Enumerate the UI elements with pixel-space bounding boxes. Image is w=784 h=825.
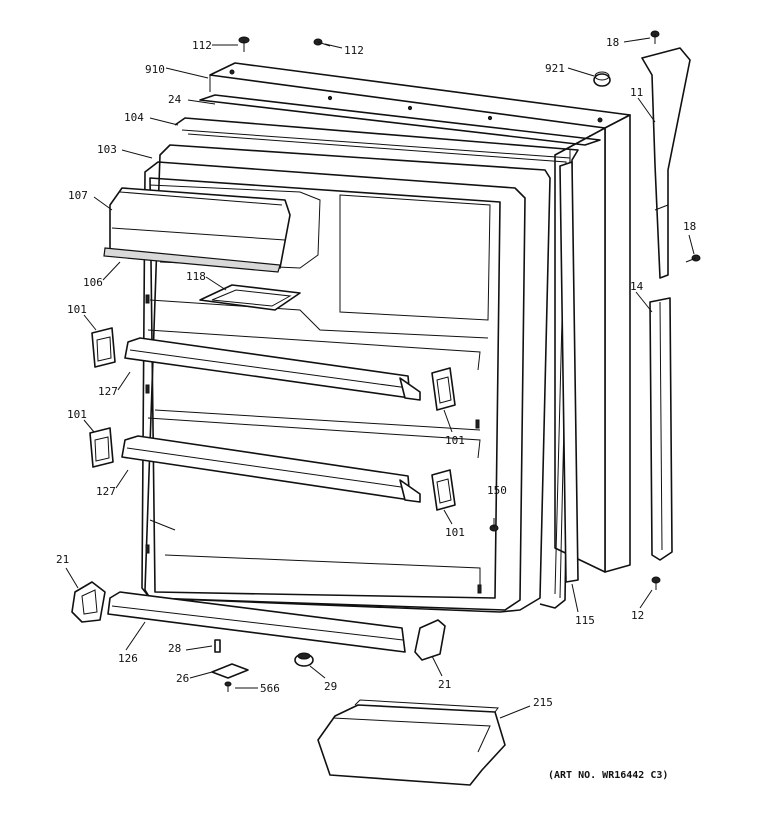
leader-lines — [65, 37, 695, 719]
hinge-cover — [641, 47, 691, 279]
small-tray — [199, 284, 301, 311]
label-127-b: 127 — [96, 485, 116, 498]
label-21-right: 21 — [438, 678, 451, 691]
bottom-cap-left — [71, 581, 106, 623]
bracket-26 — [211, 663, 249, 679]
end-cap-upper-left — [91, 327, 116, 368]
dairy-hinge-bar — [103, 247, 281, 273]
screw-150 — [489, 518, 499, 532]
screw-18-top — [650, 30, 660, 44]
label-21-left: 21 — [56, 553, 69, 566]
label-126: 126 — [118, 652, 138, 665]
label-112-right: 112 — [344, 44, 364, 57]
inner-door-frame — [199, 94, 601, 146]
screw-112-right — [313, 38, 331, 47]
shelf-lower — [121, 435, 421, 503]
label-11: 11 — [630, 86, 643, 99]
label-24: 24 — [168, 93, 182, 106]
bottom-bar — [107, 591, 406, 653]
roller-29 — [294, 652, 314, 667]
label-910: 910 — [145, 63, 165, 76]
label-101-d: 101 — [445, 526, 465, 539]
label-29: 29 — [324, 680, 337, 693]
pin-28 — [214, 639, 221, 653]
dairy-door — [109, 187, 291, 269]
label-118: 118 — [186, 270, 206, 283]
door-stop-strip — [559, 161, 579, 583]
door-bin — [317, 699, 506, 786]
label-127-a: 127 — [98, 385, 118, 398]
label-101-c: 101 — [445, 434, 465, 447]
hinge-bracket — [649, 297, 673, 561]
plug-921 — [593, 71, 611, 87]
label-103: 103 — [97, 143, 117, 156]
label-28: 28 — [168, 642, 181, 655]
label-115: 115 — [575, 614, 595, 627]
label-107: 107 — [68, 189, 88, 202]
part-labels: 112 112 910 24 104 103 107 106 118 101 1… — [56, 36, 696, 709]
end-cap-lower-left — [89, 427, 114, 468]
label-215: 215 — [533, 696, 553, 709]
label-14: 14 — [630, 280, 644, 293]
label-112-left: 112 — [192, 39, 212, 52]
label-26: 26 — [176, 672, 189, 685]
screw-18-mid — [685, 254, 701, 263]
art-number-caption: (ART NO. WR16442 C3) — [548, 770, 668, 781]
screw-12 — [651, 576, 661, 590]
label-101-a: 101 — [67, 303, 87, 316]
shelf-upper — [124, 337, 421, 401]
label-921: 921 — [545, 62, 565, 75]
screw-566 — [224, 681, 232, 692]
label-101-b: 101 — [67, 408, 87, 421]
end-cap-upper-right — [431, 367, 456, 411]
label-104: 104 — [124, 111, 144, 124]
end-cap-lower-right — [431, 469, 456, 511]
label-150: 150 — [487, 484, 507, 497]
label-18-top: 18 — [606, 36, 619, 49]
label-106: 106 — [83, 276, 103, 289]
bottom-cap-right — [414, 619, 446, 661]
label-18-mid: 18 — [683, 220, 696, 233]
screw-112-left — [238, 36, 250, 52]
label-12: 12 — [631, 609, 644, 622]
label-566: 566 — [260, 682, 280, 695]
